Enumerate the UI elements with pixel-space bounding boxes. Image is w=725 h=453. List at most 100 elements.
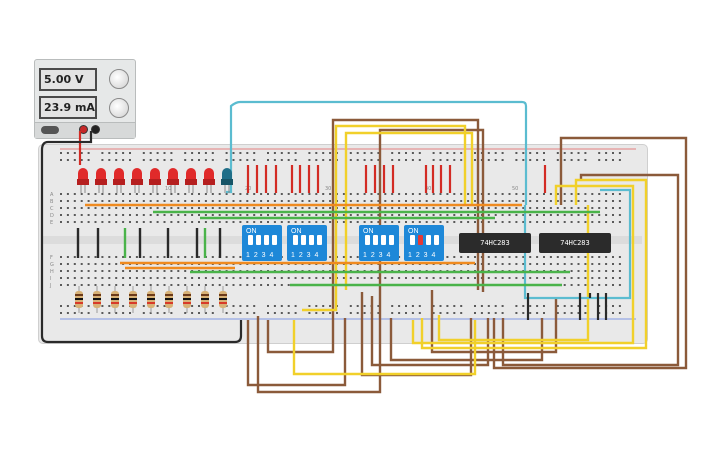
led-red bbox=[204, 168, 214, 179]
rail-hole bbox=[232, 159, 235, 161]
breadboard-hole bbox=[342, 193, 345, 195]
breadboard-hole bbox=[515, 207, 518, 209]
breadboard-hole bbox=[94, 221, 97, 223]
rail-hole bbox=[453, 159, 456, 161]
rail-hole bbox=[363, 159, 366, 161]
breadboard-hole bbox=[66, 207, 69, 209]
rail-hole bbox=[329, 305, 332, 307]
breadboard-hole bbox=[177, 200, 180, 202]
rail-hole bbox=[170, 152, 173, 154]
breadboard-hole bbox=[225, 284, 228, 286]
rail-hole bbox=[225, 159, 228, 161]
breadboard-hole bbox=[536, 256, 539, 258]
breadboard-hole bbox=[218, 221, 221, 223]
current-knob[interactable] bbox=[109, 98, 129, 118]
rail-hole bbox=[232, 312, 235, 314]
breadboard-hole bbox=[156, 221, 159, 223]
breadboard-hole bbox=[591, 200, 594, 202]
rail-hole bbox=[273, 305, 276, 307]
positive-terminal[interactable] bbox=[79, 125, 88, 134]
dip-switch-4[interactable]: ON 1 2 3 4 bbox=[404, 225, 444, 261]
breadboard-hole bbox=[453, 193, 456, 195]
breadboard-hole bbox=[170, 270, 173, 272]
column-mark: 50 bbox=[512, 186, 518, 192]
breadboard-hole bbox=[598, 277, 601, 279]
rail-hole bbox=[66, 305, 69, 307]
breadboard-hole bbox=[522, 193, 525, 195]
power-switch[interactable] bbox=[41, 126, 59, 134]
row-letter: C bbox=[50, 206, 54, 212]
breadboard-hole bbox=[94, 193, 97, 195]
breadboard-hole bbox=[149, 214, 152, 216]
breadboard-hole bbox=[536, 200, 539, 202]
rail-hole bbox=[543, 305, 545, 307]
breadboard-hole bbox=[543, 256, 545, 258]
breadboard-hole bbox=[115, 277, 118, 279]
breadboard-hole bbox=[267, 277, 269, 279]
breadboard-hole bbox=[453, 207, 456, 209]
breadboard-hole bbox=[460, 221, 463, 223]
rail-hole bbox=[536, 159, 539, 161]
breadboard-hole bbox=[218, 214, 221, 216]
breadboard-hole bbox=[94, 270, 97, 272]
rail-hole bbox=[612, 305, 614, 307]
breadboard-hole bbox=[549, 214, 552, 216]
chip-74hc283-1[interactable]: 74HC283 bbox=[459, 233, 531, 253]
rail-hole bbox=[543, 159, 545, 161]
breadboard-hole bbox=[87, 200, 90, 202]
breadboard-hole bbox=[487, 221, 490, 223]
breadboard-hole bbox=[280, 200, 283, 202]
chip-74hc283-2[interactable]: 74HC283 bbox=[539, 233, 611, 253]
breadboard-hole bbox=[142, 270, 145, 272]
rail-hole bbox=[191, 159, 194, 161]
breadboard-hole bbox=[501, 207, 504, 209]
breadboard-hole bbox=[101, 221, 104, 223]
rail-hole bbox=[287, 159, 290, 161]
breadboard-hole bbox=[591, 256, 594, 258]
breadboard-hole bbox=[522, 200, 525, 202]
breadboard-hole bbox=[273, 193, 276, 195]
rail-hole bbox=[349, 152, 352, 154]
dip-switch-3[interactable]: ON 1 2 3 4 bbox=[359, 225, 399, 261]
rail-hole bbox=[584, 159, 587, 161]
breadboard-hole bbox=[563, 221, 566, 223]
breadboard-hole bbox=[543, 193, 545, 195]
breadboard-hole bbox=[211, 193, 214, 195]
breadboard-hole bbox=[308, 207, 311, 209]
breadboard-hole bbox=[315, 193, 318, 195]
breadboard-hole bbox=[487, 214, 490, 216]
rail-hole bbox=[308, 312, 311, 314]
breadboard-hole bbox=[356, 207, 359, 209]
breadboard-hole bbox=[301, 214, 304, 216]
breadboard-hole bbox=[149, 270, 152, 272]
rail-hole bbox=[80, 152, 83, 154]
voltage-display: 5.00 V bbox=[39, 68, 97, 91]
rail-hole bbox=[101, 159, 104, 161]
breadboard-hole bbox=[122, 193, 125, 195]
breadboard-hole bbox=[598, 214, 601, 216]
breadboard-hole bbox=[349, 277, 352, 279]
negative-terminal[interactable] bbox=[91, 125, 100, 134]
rail-hole bbox=[66, 312, 69, 314]
breadboard-hole bbox=[129, 193, 131, 195]
rail-hole bbox=[149, 152, 152, 154]
breadboard-hole bbox=[170, 284, 173, 286]
breadboard-hole bbox=[156, 214, 159, 216]
rail-hole bbox=[115, 152, 118, 154]
breadboard-hole bbox=[425, 221, 428, 223]
dip-switch-1[interactable]: ON 1 2 3 4 bbox=[242, 225, 282, 261]
breadboard-hole bbox=[563, 193, 566, 195]
power-supply[interactable]: 5.00 V 23.9 mA bbox=[34, 59, 136, 139]
dip-switch-2[interactable]: ON 1 2 3 4 bbox=[287, 225, 327, 261]
wire-cyan bbox=[226, 100, 528, 205]
rail-hole bbox=[170, 312, 173, 314]
voltage-knob[interactable] bbox=[109, 69, 129, 89]
led-base bbox=[113, 179, 125, 185]
breadboard-hole bbox=[612, 263, 614, 265]
breadboard-hole bbox=[170, 193, 173, 195]
breadboard-hole bbox=[349, 207, 352, 209]
breadboard-hole bbox=[536, 277, 539, 279]
breadboard-hole bbox=[273, 284, 276, 286]
led-blue bbox=[222, 168, 232, 179]
breadboard-hole bbox=[73, 270, 76, 272]
